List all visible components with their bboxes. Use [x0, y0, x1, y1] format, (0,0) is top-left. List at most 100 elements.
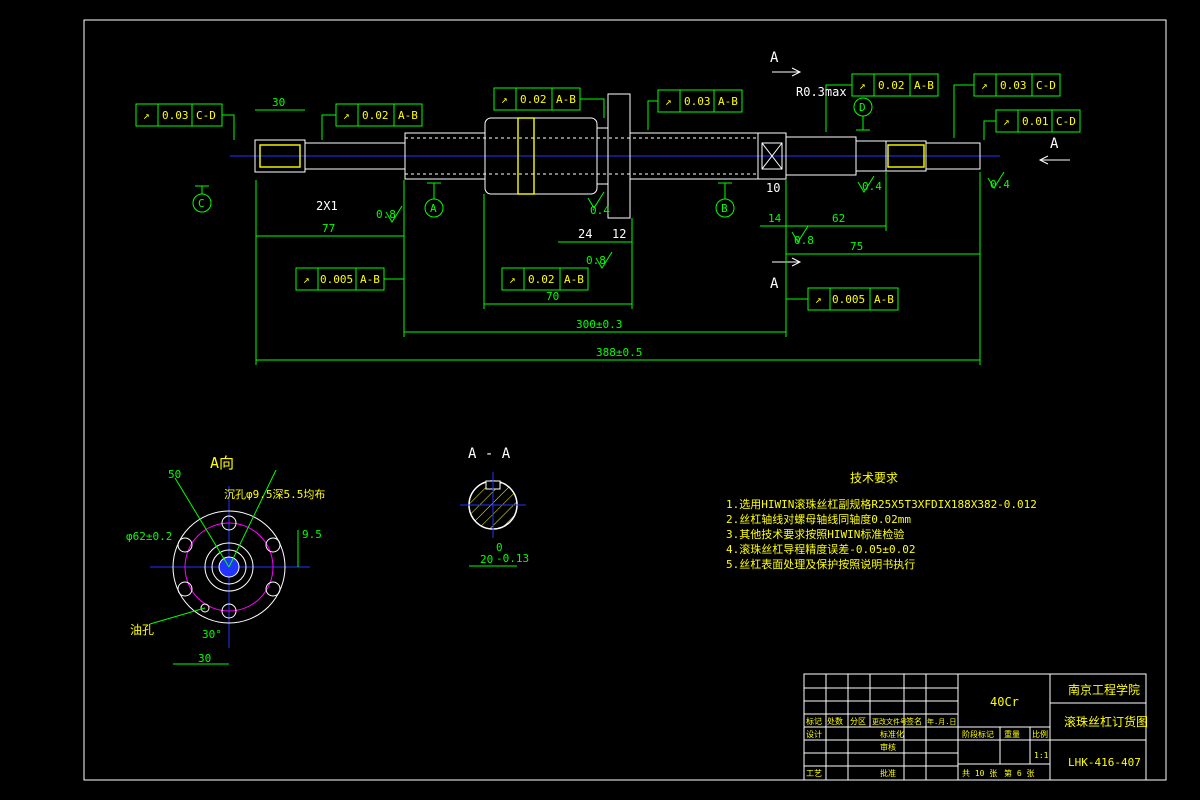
tolerance-frame: ↗ 0.03 C-D	[135, 103, 223, 127]
datum-marker: C	[192, 185, 212, 213]
leader-line	[953, 84, 974, 138]
tol-symbol: ↗	[859, 79, 866, 92]
tol-value: 0.005	[832, 293, 865, 306]
dim-10: 10	[766, 181, 780, 195]
view-a-dim: φ62±0.2	[126, 530, 172, 543]
tb-misc: 重量	[1004, 729, 1020, 739]
keyway-right	[887, 144, 925, 168]
view-a: A向 沉孔φ9.5深5.5均布 油孔 50 φ62±0.2 9.5 30° 30	[126, 454, 325, 665]
tol-datum: A-B	[360, 273, 380, 286]
nut-hub	[204, 542, 254, 592]
tb-header: 更改文件号	[872, 717, 907, 726]
section-aa-title: A - A	[468, 446, 511, 462]
tol-datum: C-D	[1036, 79, 1056, 92]
bolt-hole	[265, 581, 281, 597]
tb-part-name: 滚珠丝杠订货图	[1064, 714, 1148, 729]
leader-line	[983, 120, 996, 140]
tb-role: 标准化	[880, 729, 904, 739]
sheet-border	[83, 19, 1167, 781]
leader-line	[321, 114, 336, 140]
roughness-symbol: 0.8	[791, 225, 814, 247]
flange-outer	[172, 510, 286, 624]
tol-value: 0.02	[362, 109, 389, 122]
roughness-symbol: 0.4	[987, 171, 1010, 191]
roughness-value: 0.8	[586, 254, 606, 267]
dimension-lines	[255, 109, 981, 365]
bolt-hole	[221, 603, 237, 619]
leader-line	[222, 114, 235, 140]
leader-line	[647, 100, 658, 130]
tol-datum: A-B	[556, 93, 576, 106]
view-a-dim: 9.5	[302, 528, 322, 541]
tb-header: 年.月.日	[927, 717, 956, 726]
tol-value: 0.02	[528, 273, 555, 286]
nut-neck	[596, 127, 609, 185]
dim-75: 75	[850, 240, 863, 253]
leader-line	[149, 607, 206, 625]
tb-school: 南京工程学院	[1068, 682, 1140, 697]
tol-datum: C-D	[1056, 115, 1076, 128]
roughness-value: 0.4	[990, 178, 1010, 191]
roughness-symbol: 0.8	[586, 251, 613, 269]
tol-datum: A-B	[718, 95, 738, 108]
bolt-circle	[184, 522, 274, 612]
tolerance-frame: ↗ 0.02 A-B	[493, 87, 581, 111]
dim-77: 77	[322, 222, 335, 235]
tb-role: 批准	[880, 768, 896, 778]
tol-datum: A-B	[564, 273, 584, 286]
tol-datum: A-B	[398, 109, 418, 122]
oil-hole	[200, 603, 210, 613]
tech-req-item: 1.选用HIWIN滚珠丝杠副规格R25X5T3XFDIX188X382-0.01…	[726, 497, 1037, 511]
dim-14: 14	[768, 212, 782, 225]
tolerance-frame: ↗ 0.02 A-B	[501, 267, 589, 291]
oil-hole-label: 油孔	[130, 623, 154, 637]
section-cut-arrow	[1038, 155, 1070, 165]
tech-req-item: 5.丝杠表面处理及保护按照说明书执行	[726, 557, 915, 571]
main-view: ↗ 0.03 C-D ↗ 0.02 A-B ↗ 0.02 A-B ↗ 0.03 …	[135, 50, 1081, 365]
roughness-value: 0.4	[590, 204, 610, 217]
view-a-note: 沉孔φ9.5深5.5均布	[224, 488, 325, 501]
tolerance-frame: ↗ 0.005 A-B	[807, 287, 899, 311]
title-block: 40Cr 南京工程学院 滚珠丝杠订货图 LHK-416-407 1:1 共 10…	[803, 673, 1148, 781]
nut-insert	[517, 117, 535, 195]
section-label: A	[770, 276, 779, 292]
tol-value: 0.005	[320, 273, 353, 286]
tol-symbol: ↗	[303, 273, 310, 286]
tech-req-item: 2.丝杠轴线对螺母轴线同轴度0.02mm	[726, 512, 911, 526]
dim-300: 300±0.3	[576, 318, 622, 331]
nut-bore	[211, 549, 247, 585]
bearing-cross-b	[761, 142, 783, 170]
bolt-hole	[177, 537, 193, 553]
dim-24: 24	[578, 227, 592, 241]
tb-header: 标记	[806, 716, 822, 726]
leader-line	[825, 84, 852, 132]
tolerance-frame: ↗ 0.03 A-B	[657, 89, 743, 113]
tech-req-item: 4.滚珠丝杠导程精度误差-0.05±0.02	[726, 542, 915, 556]
datum-marker: D	[853, 97, 873, 131]
tol-symbol: ↗	[1003, 115, 1010, 128]
roughness-symbol: 0.4	[587, 191, 610, 217]
tol-symbol: ↗	[509, 273, 516, 286]
tol-value: 0.03	[684, 95, 711, 108]
section-label: A	[1050, 136, 1059, 152]
view-a-dim: 30°	[202, 628, 222, 641]
tol-symbol: ↗	[981, 79, 988, 92]
tb-header: 分区	[850, 717, 866, 726]
tb-sheet-no: 第 6 张	[1004, 768, 1034, 778]
dim-62: 62	[832, 212, 845, 225]
tol-value: 0.01	[1022, 115, 1049, 128]
tb-role: 审核	[880, 742, 896, 752]
tb-header: 签名	[906, 716, 922, 726]
tol-value: 0.03	[162, 109, 189, 122]
tol-value: 0.03	[1000, 79, 1027, 92]
tech-req-item: 3.其他技术要求按照HIWIN标准检验	[726, 527, 904, 541]
roughness-value: 0.4	[862, 180, 882, 193]
roughness-symbol: 0.8	[376, 205, 403, 223]
view-a-dim: 50	[168, 468, 181, 481]
view-a-title: A向	[210, 454, 234, 472]
roughness-value: 0.8	[794, 234, 814, 247]
dim-70: 70	[546, 290, 559, 303]
datum-label: D	[859, 101, 866, 114]
datum-label: A	[430, 202, 437, 215]
tb-role: 工艺	[806, 769, 822, 778]
